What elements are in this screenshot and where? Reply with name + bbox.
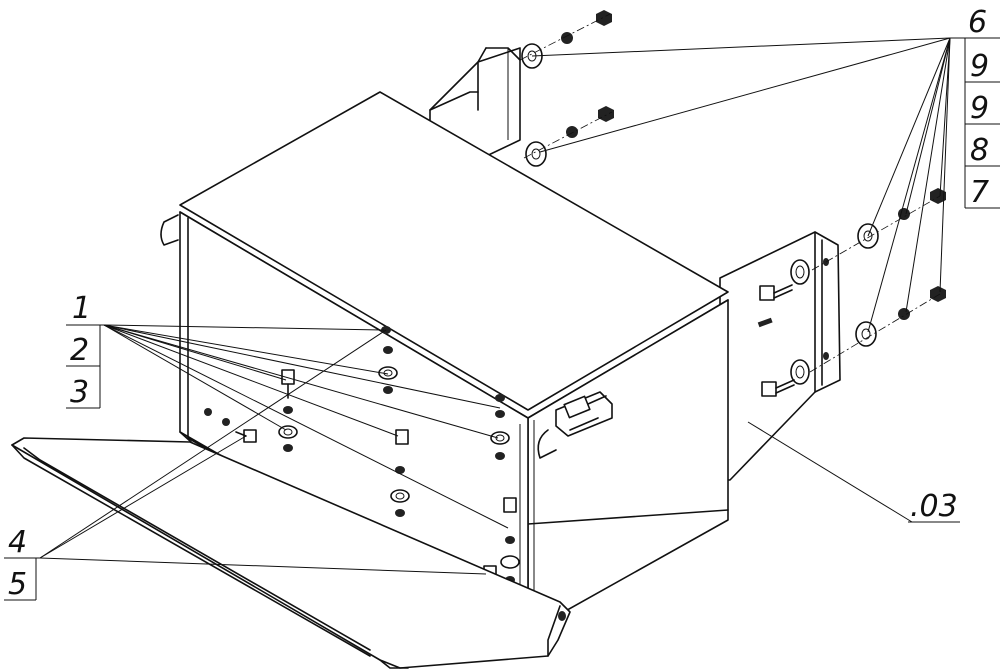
lid bbox=[11, 437, 571, 669]
exploded-fasteners-top bbox=[521, 10, 614, 167]
callout-group-left: 1 2 3 bbox=[66, 291, 104, 410]
callout-03: .03 bbox=[910, 489, 958, 524]
callout-group-right: 6 9 9 8 7 bbox=[950, 5, 1000, 210]
leader-lines bbox=[39, 37, 951, 575]
callout-7: 7 bbox=[970, 175, 989, 210]
axis-lines bbox=[519, 13, 941, 373]
callout-2: 2 bbox=[70, 333, 89, 368]
bracket-bolt-top bbox=[759, 284, 793, 301]
latch bbox=[555, 391, 613, 437]
callout-4: 4 bbox=[8, 525, 27, 560]
callout-6: 6 bbox=[968, 5, 987, 40]
interior-hardware bbox=[204, 326, 520, 598]
callout-1: 1 bbox=[72, 291, 91, 326]
callout-5: 5 bbox=[8, 567, 27, 602]
right-bracket bbox=[719, 231, 841, 481]
callout-part-ref: .03 bbox=[908, 489, 960, 524]
exploded-fasteners-right bbox=[855, 188, 946, 347]
bracket-bolt-bottom bbox=[761, 379, 795, 397]
callout-9b: 9 bbox=[970, 91, 989, 126]
callout-8: 8 bbox=[970, 133, 989, 168]
callout-group-bottom: 4 5 bbox=[4, 525, 40, 602]
callout-9a: 9 bbox=[970, 49, 989, 84]
callout-3: 3 bbox=[70, 375, 89, 410]
